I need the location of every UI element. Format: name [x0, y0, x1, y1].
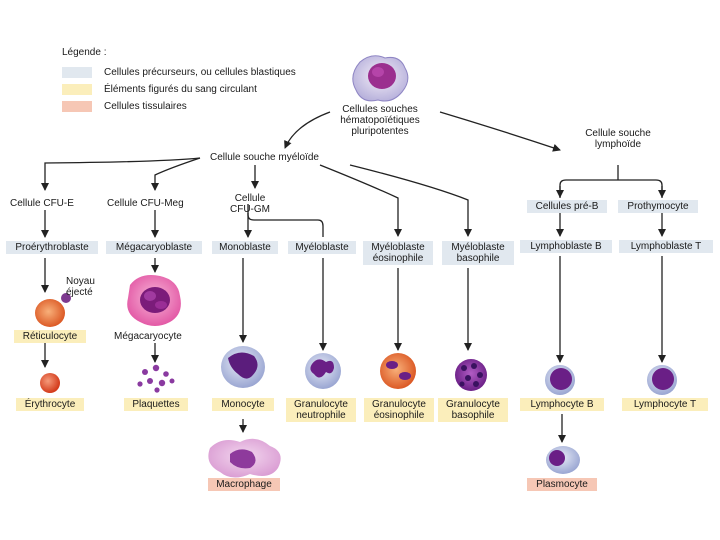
- legend-item-tissue: Cellules tissulaires: [104, 101, 187, 112]
- cfu-gm-line1: Cellule: [234, 193, 266, 204]
- erythrocyte-box: Érythrocyte: [16, 398, 84, 411]
- lymphocyte-b-box: Lymphocyte B: [520, 398, 604, 411]
- myeloblast-eosinophil-box: Myéloblaste éosinophile: [363, 241, 433, 265]
- monoblast-box: Monoblaste: [212, 241, 278, 254]
- neutrophil-line2: neutrophile: [296, 410, 346, 421]
- legend-item-blood: Éléments figurés du sang circulant: [104, 84, 257, 95]
- eosinophil-line2: éosinophile: [373, 410, 425, 421]
- stem-cell-illustration: [352, 55, 409, 102]
- basophil-box: Granulocyte basophile: [438, 398, 508, 422]
- reticulocyte-illustration: [35, 293, 71, 327]
- lymphocyte-t-box: Lymphocyte T: [622, 398, 708, 411]
- stem-cell-label-line2: hématopoïétiques: [340, 115, 420, 126]
- eosinophil-line1: Granulocyte: [372, 399, 426, 410]
- neutrophil-illustration: [305, 353, 341, 389]
- erythrocyte-illustration: [40, 373, 60, 393]
- lymphoid-stem-line1: Cellule souche: [585, 128, 651, 139]
- stem-cell-label: Cellules souches hématopoïétiques plurip…: [330, 104, 430, 137]
- myeloblast-basophil-box: Myéloblaste basophile: [442, 241, 514, 265]
- stem-cell-label-line1: Cellules souches: [342, 104, 418, 115]
- lymphoid-stem-label: Cellule souche lymphoïde: [570, 128, 666, 150]
- lymphocyte-b-illustration: [545, 365, 575, 395]
- lymphoid-stem-line2: lymphoïde: [594, 139, 642, 150]
- legend-swatch-pink: [62, 101, 92, 112]
- basophil-illustration: [455, 359, 487, 391]
- reticulocyte-box: Réticulocyte: [14, 330, 86, 343]
- ejected-nucleus-label: Noyau éjecté: [66, 276, 95, 298]
- proerythroblast-box: Proérythroblaste: [6, 241, 98, 254]
- platelets-box: Plaquettes: [124, 398, 188, 411]
- monocyte-illustration: [221, 346, 265, 388]
- cfu-gm-line2: CFU-GM: [230, 204, 270, 215]
- myeloblast-eosinophil-line1: Myéloblaste: [371, 242, 425, 253]
- legend-swatch-blue: [62, 67, 92, 78]
- lymphoblast-t-box: Lymphoblaste T: [619, 240, 713, 253]
- basophil-line1: Granulocyte: [446, 399, 500, 410]
- cfu-gm-label: Cellule CFU-GM: [222, 193, 278, 215]
- arrow-stem-myeloid: [284, 111, 331, 149]
- ejected-nucleus-line1: Noyau: [66, 276, 95, 287]
- pre-b-cells-box: Cellules pré-B: [527, 200, 607, 213]
- macrophage-illustration: [208, 438, 281, 478]
- arrow-myeloid-cfumeg: [151, 157, 201, 191]
- macrophage-box: Macrophage: [208, 478, 280, 491]
- arrow-stem-lymphoid: [439, 111, 561, 152]
- monocyte-box: Monocyte: [212, 398, 274, 411]
- megakaryoblast-box: Mégacaryoblaste: [106, 241, 202, 254]
- neutrophil-line1: Granulocyte: [294, 399, 348, 410]
- eosinophil-illustration: [380, 353, 416, 389]
- stem-cell-label-line3: pluripotentes: [351, 126, 409, 137]
- lymphocyte-t-illustration: [647, 365, 677, 395]
- megacaryocyte-illustration: [127, 275, 181, 326]
- myeloblast-box: Myéloblaste: [288, 241, 356, 254]
- myeloblast-basophil-line2: basophile: [456, 253, 500, 264]
- neutrophil-box: Granulocyte neutrophile: [286, 398, 356, 422]
- prothymocyte-box: Prothymocyte: [618, 200, 698, 213]
- cfu-e-label: Cellule CFU-E: [10, 198, 74, 209]
- ejected-nucleus-line2: éjecté: [66, 287, 93, 298]
- arrow-myeloid-cfue: [41, 157, 201, 191]
- platelets-illustration: [137, 364, 175, 393]
- plasmocyte-illustration: [546, 446, 580, 474]
- lymphoblast-b-box: Lymphoblaste B: [520, 240, 612, 253]
- myeloblast-basophil-line1: Myéloblaste: [451, 242, 505, 253]
- arrow-myeloid-baso: [349, 164, 472, 237]
- cfu-meg-label: Cellule CFU-Meg: [107, 198, 184, 209]
- myeloblast-eosinophil-line2: éosinophile: [372, 253, 424, 264]
- basophil-line2: basophile: [451, 410, 495, 421]
- legend-swatch-yellow: [62, 84, 92, 95]
- megakaryocyte-label: Mégacaryocyte: [114, 331, 182, 342]
- legend-title: Légende :: [62, 47, 107, 58]
- eosinophil-box: Granulocyte éosinophile: [364, 398, 434, 422]
- line-lymphoid-branch: [559, 179, 663, 198]
- legend-item-precursors: Cellules précurseurs, ou cellules blasti…: [104, 67, 296, 78]
- arrow-myeloid-eos: [319, 164, 402, 237]
- plasmocyte-box: Plasmocyte: [527, 478, 597, 491]
- myeloid-stem-label: Cellule souche myéloïde: [210, 152, 319, 163]
